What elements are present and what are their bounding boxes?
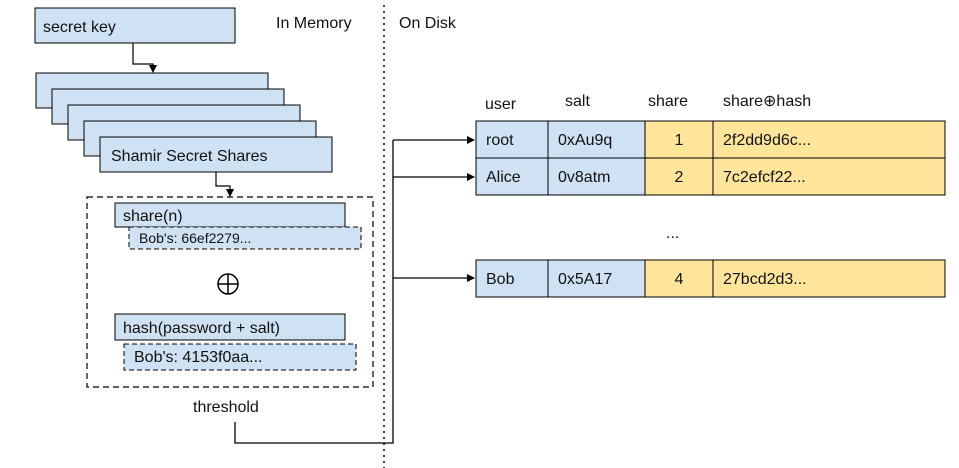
cell-salt — [547, 120, 646, 159]
secret-key-to-shares-arrow — [132, 43, 157, 73]
cell-hash — [712, 259, 946, 298]
cell-user — [475, 157, 549, 196]
cell-user-text: Alice — [486, 169, 521, 186]
cell-share — [644, 157, 714, 196]
cell-salt-text: 0v8atm — [558, 169, 610, 186]
table-row: root 0xAu9q 1 2f2dd9d6c... — [475, 120, 946, 159]
share-n-box — [114, 202, 346, 228]
share-n-label: share(n) — [123, 208, 183, 225]
cell-share-text: 2 — [675, 169, 684, 186]
cell-share-text: 1 — [675, 132, 684, 149]
cell-hash — [712, 157, 946, 196]
secret-key-label: secret key — [43, 19, 116, 36]
header-share-xor-hash: share⊕hash — [723, 93, 811, 110]
table-row: Bob 0x5A17 4 27bcd2d3... — [475, 259, 946, 298]
on-disk-label: On Disk — [399, 15, 457, 32]
cell-salt-text: 0x5A17 — [558, 271, 612, 288]
in-memory-label: In Memory — [276, 15, 352, 32]
header-salt: salt — [565, 93, 590, 110]
cell-share-text: 4 — [675, 271, 684, 288]
header-user: user — [485, 96, 517, 113]
bobs-share-box — [128, 226, 362, 250]
bobs-hash-label: Bob's: 4153f0aa... — [134, 349, 262, 366]
threshold-label: threshold — [193, 399, 259, 416]
threshold-connector — [234, 140, 394, 444]
shamir-shares-label: Shamir Secret Shares — [111, 148, 268, 165]
table-row: Alice 0v8atm 2 7c2efcf22... — [475, 157, 946, 196]
cell-user-text: root — [486, 132, 514, 149]
cell-hash-text: 27bcd2d3... — [723, 271, 807, 288]
cell-user-text: Bob — [486, 271, 515, 288]
hash-label: hash(password + salt) — [123, 320, 280, 337]
shares-to-threshold-arrow — [215, 172, 234, 197]
cell-salt — [547, 259, 646, 298]
hash-box — [114, 313, 346, 341]
xor-icon — [217, 273, 239, 295]
cell-share — [644, 120, 714, 159]
cell-hash-text: 7c2efcf22... — [723, 169, 806, 186]
header-share: share — [648, 93, 688, 110]
cell-salt-text: 0xAu9q — [558, 132, 612, 149]
threshold-box — [86, 196, 374, 388]
rows-ellipsis: ... — [666, 225, 679, 242]
bobs-share-label: Bob's: 66ef2279... — [139, 230, 251, 246]
cell-salt — [547, 157, 646, 196]
cell-user — [475, 259, 549, 298]
secret-key-box — [34, 7, 236, 44]
bobs-hash-box — [123, 343, 357, 371]
cell-hash — [712, 120, 946, 159]
cell-hash-text: 2f2dd9d6c... — [723, 132, 811, 149]
